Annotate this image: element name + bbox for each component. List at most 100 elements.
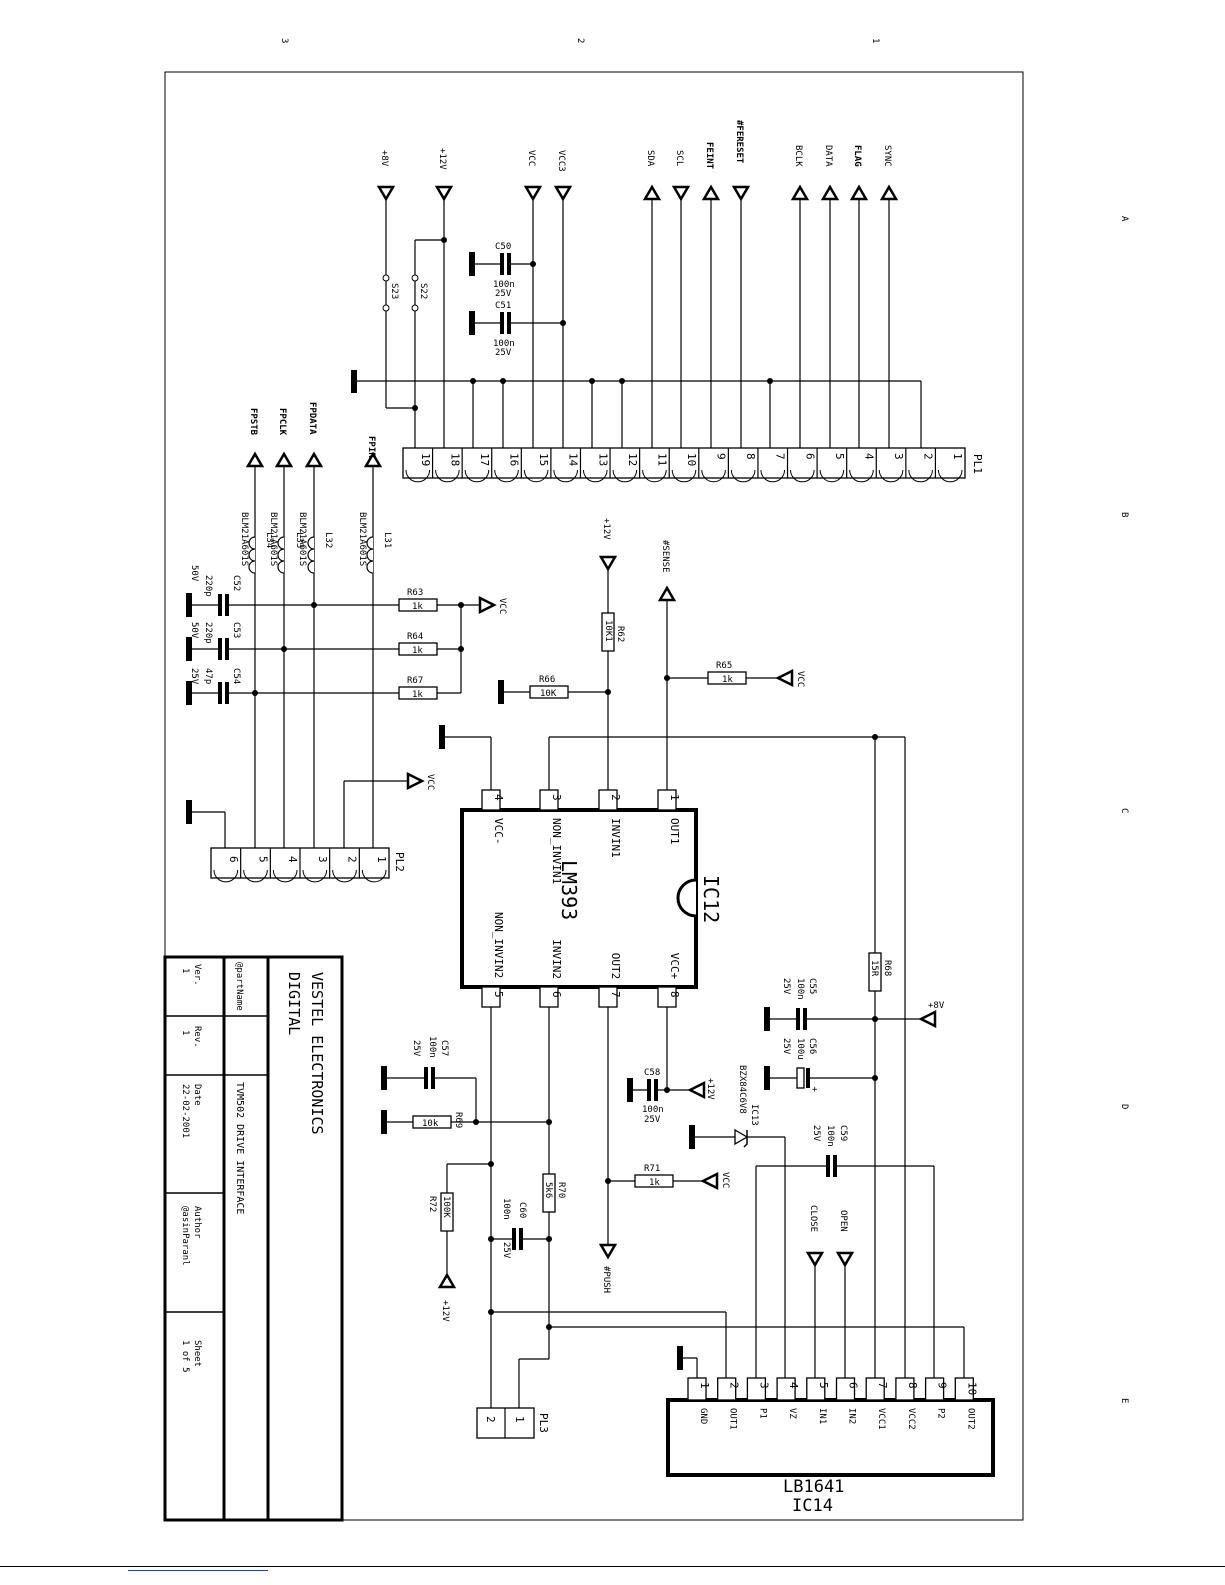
svg-text:10k: 10k xyxy=(422,1119,439,1129)
svg-text:Date: Date xyxy=(192,1084,202,1106)
border-letter-2: 2 xyxy=(575,38,585,43)
svg-text:S22: S22 xyxy=(418,283,428,299)
drawing-frame xyxy=(164,71,1024,1521)
svg-text:100n: 100n xyxy=(501,1198,511,1220)
svg-text:C54: C54 xyxy=(231,668,241,684)
title-text: TVM502 DRIVE INTERFACE xyxy=(234,1082,245,1214)
pl2-pin-label: 6 xyxy=(227,856,240,863)
svg-text:OUT2: OUT2 xyxy=(609,953,622,980)
pl1-signal-wires xyxy=(385,200,890,448)
svg-text:220p: 220p xyxy=(203,575,213,597)
svg-text:PL2: PL2 xyxy=(393,852,406,872)
svg-text:VCC+: VCC+ xyxy=(668,953,681,980)
svg-text:C59: C59 xyxy=(838,1125,848,1141)
svg-text:25V: 25V xyxy=(495,289,512,299)
svg-text:6: 6 xyxy=(847,1382,860,1389)
row-letter-a: A xyxy=(1119,216,1129,222)
svg-text:C52: C52 xyxy=(231,575,241,591)
strap-s23: S23 xyxy=(382,274,399,312)
svg-text:BLM21A601S: BLM21A601S xyxy=(297,512,307,566)
net-vcc: VCC xyxy=(526,150,536,166)
svg-text:C53: C53 xyxy=(231,622,241,638)
svg-text:+: + xyxy=(812,1085,818,1095)
net-sda: SDA xyxy=(645,150,655,167)
svg-text:8: 8 xyxy=(906,1382,919,1389)
svg-text:25V: 25V xyxy=(411,1040,421,1057)
svg-text:+12V: +12V xyxy=(705,1078,715,1100)
svg-text:BZX84C6V8: BZX84C6V8 xyxy=(737,1065,747,1114)
border-letter-1: 1 xyxy=(870,38,880,43)
pl1-pin-label: 12 xyxy=(626,453,639,466)
svg-text:25V: 25V xyxy=(781,978,791,995)
svg-text:100n: 100n xyxy=(493,280,515,290)
svg-text:100n: 100n xyxy=(825,1125,835,1147)
net-vcc3: VCC3 xyxy=(556,150,566,172)
net-data: DATA xyxy=(823,145,833,167)
pl1-ref-label: PL1 xyxy=(971,454,984,474)
svg-text:R64: R64 xyxy=(407,632,423,642)
svg-text:1 of 5: 1 of 5 xyxy=(180,1340,190,1373)
svg-text:VCC: VCC xyxy=(720,1172,730,1188)
svg-text:L34: L34 xyxy=(264,532,274,548)
connector-pl3: 1 2 PL3 xyxy=(476,1407,550,1439)
pl1-pin-label: 7 xyxy=(774,453,787,460)
vcc-label-pullup: VCC xyxy=(497,598,507,614)
svg-text:10: 10 xyxy=(965,1382,978,1395)
svg-text:1: 1 xyxy=(698,1382,711,1389)
svg-text:3: 3 xyxy=(757,1382,770,1389)
page-bottom-rule xyxy=(0,1566,1225,1567)
pl1-pin-label: 5 xyxy=(833,453,846,460)
svg-text:IC14: IC14 xyxy=(792,1496,833,1516)
svg-text:100u: 100u xyxy=(795,1038,805,1060)
svg-text:1k: 1k xyxy=(412,602,423,612)
row-letter-e: E xyxy=(1119,1398,1129,1403)
svg-text:1k: 1k xyxy=(722,675,733,685)
svg-text:50V: 50V xyxy=(189,565,199,582)
svg-text:P2: P2 xyxy=(936,1408,946,1419)
capacitor-c51: C51 100n 25V xyxy=(469,301,566,358)
svg-text:VZ: VZ xyxy=(787,1408,797,1419)
pl1-pin-label: 15 xyxy=(537,453,550,466)
title-partname: @partName xyxy=(234,962,244,1011)
pl1-pin-label: 2 xyxy=(922,453,935,460)
pl1-signal-labels: +8V +12V VCC VCC3 SDA SCL FEINT #FERESET… xyxy=(379,120,892,172)
svg-text:2: 2 xyxy=(728,1382,741,1389)
svg-text:1: 1 xyxy=(668,794,681,801)
svg-text:C55: C55 xyxy=(807,978,817,994)
row-letter-d: D xyxy=(1119,1104,1129,1109)
net-fereset: #FERESET xyxy=(734,120,744,164)
svg-text:100K: 100K xyxy=(441,1196,451,1218)
svg-text:4: 4 xyxy=(787,1382,800,1389)
net-sync: SYNC xyxy=(882,145,892,167)
svg-text:R62: R62 xyxy=(615,626,625,642)
svg-text:5: 5 xyxy=(492,991,505,998)
svg-text:50V: 50V xyxy=(189,622,199,639)
sense-network: +12V R62 10K1 R66 10K #SENSE R65 1k VCC xyxy=(498,518,805,704)
svg-text:S23: S23 xyxy=(389,283,399,299)
footer-link-underline[interactable] xyxy=(128,1570,268,1571)
row-letter-b: B xyxy=(1119,512,1129,517)
svg-text:22-02-2001: 22-02-2001 xyxy=(180,1084,190,1138)
svg-text:100n: 100n xyxy=(427,1036,437,1058)
svg-text:R71: R71 xyxy=(644,1164,660,1174)
svg-text:15R: 15R xyxy=(869,960,879,977)
svg-text:2: 2 xyxy=(609,794,622,801)
pl1-pin-label: 3 xyxy=(892,453,905,460)
svg-text:BLM21A601S: BLM21A601S xyxy=(357,512,367,566)
capacitors-c52-c54: C52 220p 50V C53 220p 50V C54 47p 25V xyxy=(186,565,399,705)
svg-text:10K: 10K xyxy=(540,689,557,699)
svg-text:100n: 100n xyxy=(493,339,515,349)
svg-text:1: 1 xyxy=(180,1030,190,1035)
svg-text:7: 7 xyxy=(876,1382,889,1389)
capacitor-c50: C50 100n 25V xyxy=(469,242,536,299)
svg-text:47p: 47p xyxy=(203,668,213,684)
ic14-lb1641: 1GND2OUT13P14VZ5IN16IN27VCC18VCC29P210OU… xyxy=(666,1346,995,1516)
svg-text:1: 1 xyxy=(513,1416,526,1423)
svg-text:9: 9 xyxy=(936,1382,949,1389)
svg-text:25V: 25V xyxy=(781,1038,791,1055)
ic12-pin-wiring xyxy=(439,600,905,790)
net-plus12v: +12V xyxy=(437,148,447,170)
svg-text:25V: 25V xyxy=(501,1242,511,1259)
